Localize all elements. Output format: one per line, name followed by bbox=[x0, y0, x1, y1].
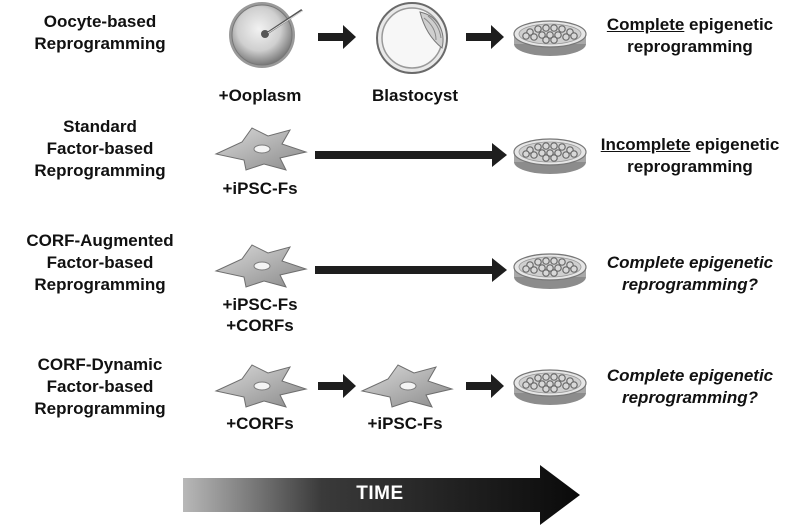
petri-dish-icon bbox=[513, 253, 587, 290]
row-1-title-line-1: Oocyte-based bbox=[43, 12, 157, 31]
row-1-outcome-rest: epigenetic bbox=[684, 15, 774, 34]
row-3-outcome: Complete epigenetic reprogramming? bbox=[585, 252, 795, 296]
fibroblast-cell-icon bbox=[215, 244, 307, 288]
fibroblast-cell-icon bbox=[215, 364, 307, 408]
petri-dish-icon bbox=[513, 369, 587, 406]
row-4-title-line-2: Factor-based bbox=[46, 377, 154, 396]
time-label: TIME bbox=[356, 483, 404, 504]
row-3-step-2-caption: +CORFs bbox=[226, 316, 294, 335]
row-4-title-line-1: CORF-Dynamic bbox=[37, 355, 163, 374]
row-1-outcome-line-2: reprogramming bbox=[627, 37, 753, 56]
row-4-step-1-caption: +CORFs bbox=[226, 414, 294, 433]
row-1-outcome-emphasis: Complete bbox=[606, 15, 685, 34]
oocyte-icon bbox=[229, 2, 303, 68]
row-4-outcome-line-1: Complete epigenetic bbox=[606, 366, 774, 385]
row-2-outcome: Incomplete epigenetic reprogramming bbox=[585, 134, 795, 178]
petri-dish-icon bbox=[513, 138, 587, 175]
row-3-long-arrow bbox=[315, 258, 507, 282]
blastocyst-icon bbox=[376, 2, 448, 74]
petri-dish-icon bbox=[513, 20, 587, 57]
row-3-title: CORF-Augmented Factor-based Reprogrammin… bbox=[10, 230, 190, 296]
row-1-arrow-2 bbox=[466, 25, 504, 49]
row-2-outcome-emphasis: Incomplete bbox=[600, 135, 691, 154]
row-2-title: Standard Factor-based Reprogramming bbox=[10, 116, 190, 182]
row-3-title-line-2: Factor-based bbox=[46, 253, 154, 272]
row-4-arrow-1 bbox=[318, 374, 356, 398]
row-3-title-line-3: Reprogramming bbox=[34, 275, 166, 294]
row-2-title-line-1: Standard bbox=[63, 117, 137, 136]
row-3-outcome-line-1: Complete epigenetic bbox=[606, 253, 774, 272]
row-2-outcome-line-2: reprogramming bbox=[627, 157, 753, 176]
row-2-outcome-rest: epigenetic bbox=[690, 135, 780, 154]
row-1-outcome: Complete epigenetic reprogramming bbox=[585, 14, 795, 58]
row-2-long-arrow bbox=[315, 143, 507, 167]
row-3-title-line-1: CORF-Augmented bbox=[26, 231, 174, 250]
row-1-step-1-caption: +Ooplasm bbox=[218, 86, 302, 105]
fibroblast-cell-icon bbox=[361, 364, 453, 408]
time-arrow bbox=[183, 465, 580, 525]
row-4-title: CORF-Dynamic Factor-based Reprogramming bbox=[10, 354, 190, 420]
row-4-outcome: Complete epigenetic reprogramming? bbox=[585, 365, 795, 409]
row-3-outcome-line-2: reprogramming? bbox=[621, 275, 759, 294]
row-4-step-2-caption: +iPSC-Fs bbox=[367, 414, 443, 433]
row-2-step-1-caption: +iPSC-Fs bbox=[222, 179, 298, 198]
row-1-title-line-2: Reprogramming bbox=[34, 34, 166, 53]
row-1-title: Oocyte-based Reprogramming bbox=[10, 11, 190, 55]
row-2-title-line-2: Factor-based bbox=[46, 139, 154, 158]
fibroblast-cell-icon bbox=[215, 127, 307, 171]
row-1-step-2-caption: Blastocyst bbox=[372, 86, 458, 105]
row-4-title-line-3: Reprogramming bbox=[34, 399, 166, 418]
row-3-step-1-caption: +iPSC-Fs bbox=[222, 295, 298, 314]
row-2-title-line-3: Reprogramming bbox=[34, 161, 166, 180]
row-1-arrow-1 bbox=[318, 25, 356, 49]
row-4-arrow-2 bbox=[466, 374, 504, 398]
row-4-outcome-line-2: reprogramming? bbox=[621, 388, 759, 407]
